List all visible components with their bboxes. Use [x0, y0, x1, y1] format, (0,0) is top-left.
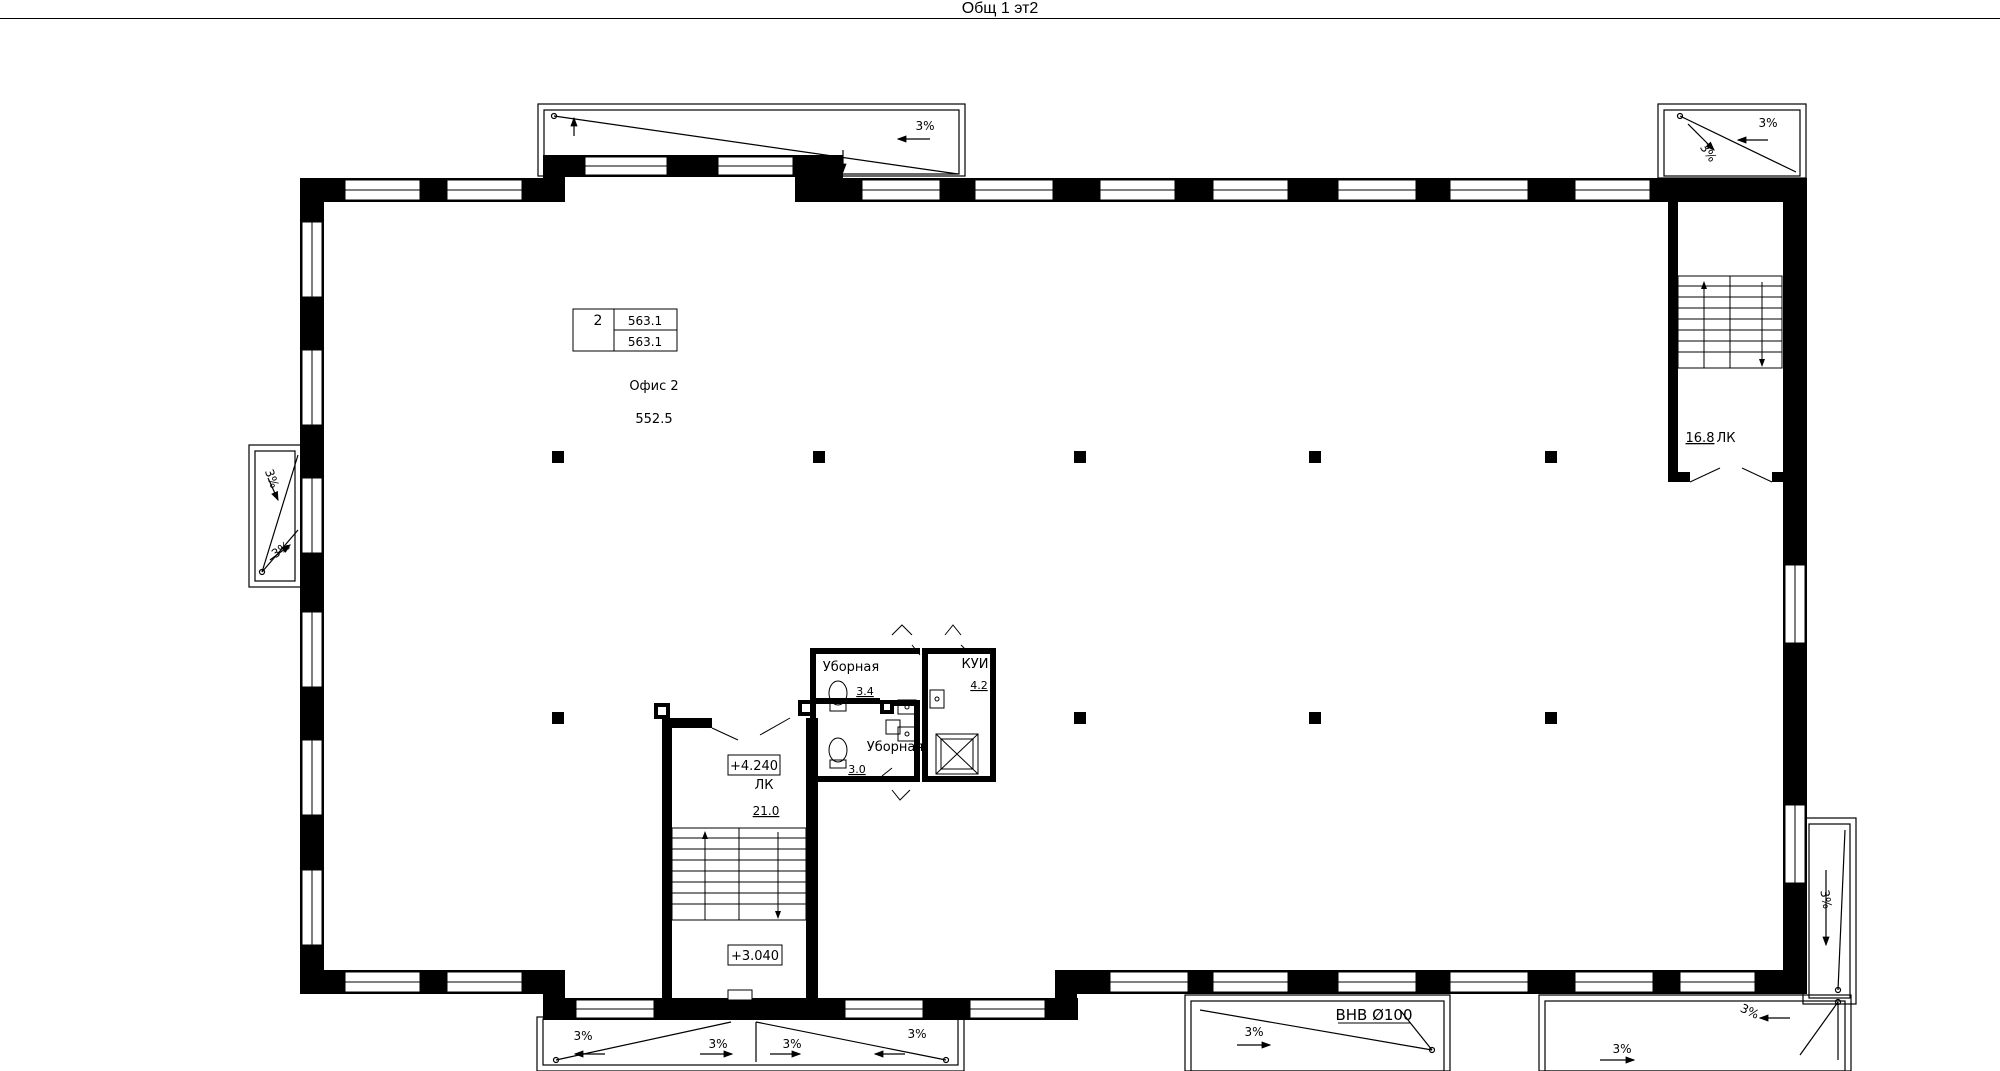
exterior-walls	[300, 155, 1807, 1020]
balcony-bottom-left	[536, 1016, 965, 1071]
columns	[552, 451, 1557, 724]
windows	[301, 156, 1806, 1019]
slope-top-left: 3%	[915, 119, 934, 133]
wc2-name: Уборная	[867, 740, 923, 755]
slope-bottom-left-3: 3%	[782, 1037, 801, 1051]
balcony-bottom-mid	[1184, 994, 1451, 1071]
slope-bottom-left-2: 3%	[708, 1037, 727, 1051]
stair-left-code: ЛК	[754, 778, 773, 793]
wc-kui-block	[810, 624, 996, 801]
slope-bottom-right-2: 3%	[1738, 1001, 1761, 1022]
slope-right: 3%	[1817, 889, 1834, 910]
stair-left-elevation-bottom: +3.040	[731, 949, 779, 964]
stair-right-area: 16.8	[1686, 431, 1715, 446]
kui-name: КУИ	[962, 657, 989, 672]
slope-bottom-left-1: 3%	[573, 1029, 592, 1043]
elevation-top-box	[727, 754, 781, 776]
stair-right	[1668, 200, 1786, 483]
room-number: 2	[594, 313, 603, 329]
balcony-bottom-right	[1538, 994, 1852, 1071]
slope-left-upper: 3%	[262, 467, 282, 490]
pipe-label: ВНВ Ø100	[1335, 1006, 1412, 1024]
office-area: 552.5	[635, 412, 672, 427]
stair-right-code: ЛК	[1716, 431, 1735, 446]
slope-bottom-mid: 3%	[1244, 1025, 1263, 1039]
stair-left-elevation-top: +4.240	[730, 759, 778, 774]
kui-area: 4.2	[970, 679, 988, 692]
slope-bottom-left-4: 3%	[907, 1027, 926, 1041]
room-area-living: 563.1	[628, 335, 662, 349]
wc1-name: Уборная	[823, 660, 879, 675]
stair-left-area: 21.0	[753, 804, 780, 818]
slope-top-right-d: 3%	[1697, 141, 1719, 165]
slope-bottom-right-1: 3%	[1612, 1042, 1631, 1056]
room-area-total: 563.1	[628, 314, 662, 328]
wc1-area: 3.4	[856, 685, 874, 698]
stair-left	[654, 700, 818, 1001]
room-info-table	[572, 308, 678, 352]
office-name: Офис 2	[629, 379, 678, 394]
wc2-area: 3.0	[848, 763, 866, 776]
slope-top-right-h: 3%	[1758, 116, 1777, 130]
balcony-right	[1802, 817, 1857, 1005]
elevation-bottom-box	[727, 944, 783, 966]
drawing-title: Общ 1 эт2	[0, 0, 2000, 19]
